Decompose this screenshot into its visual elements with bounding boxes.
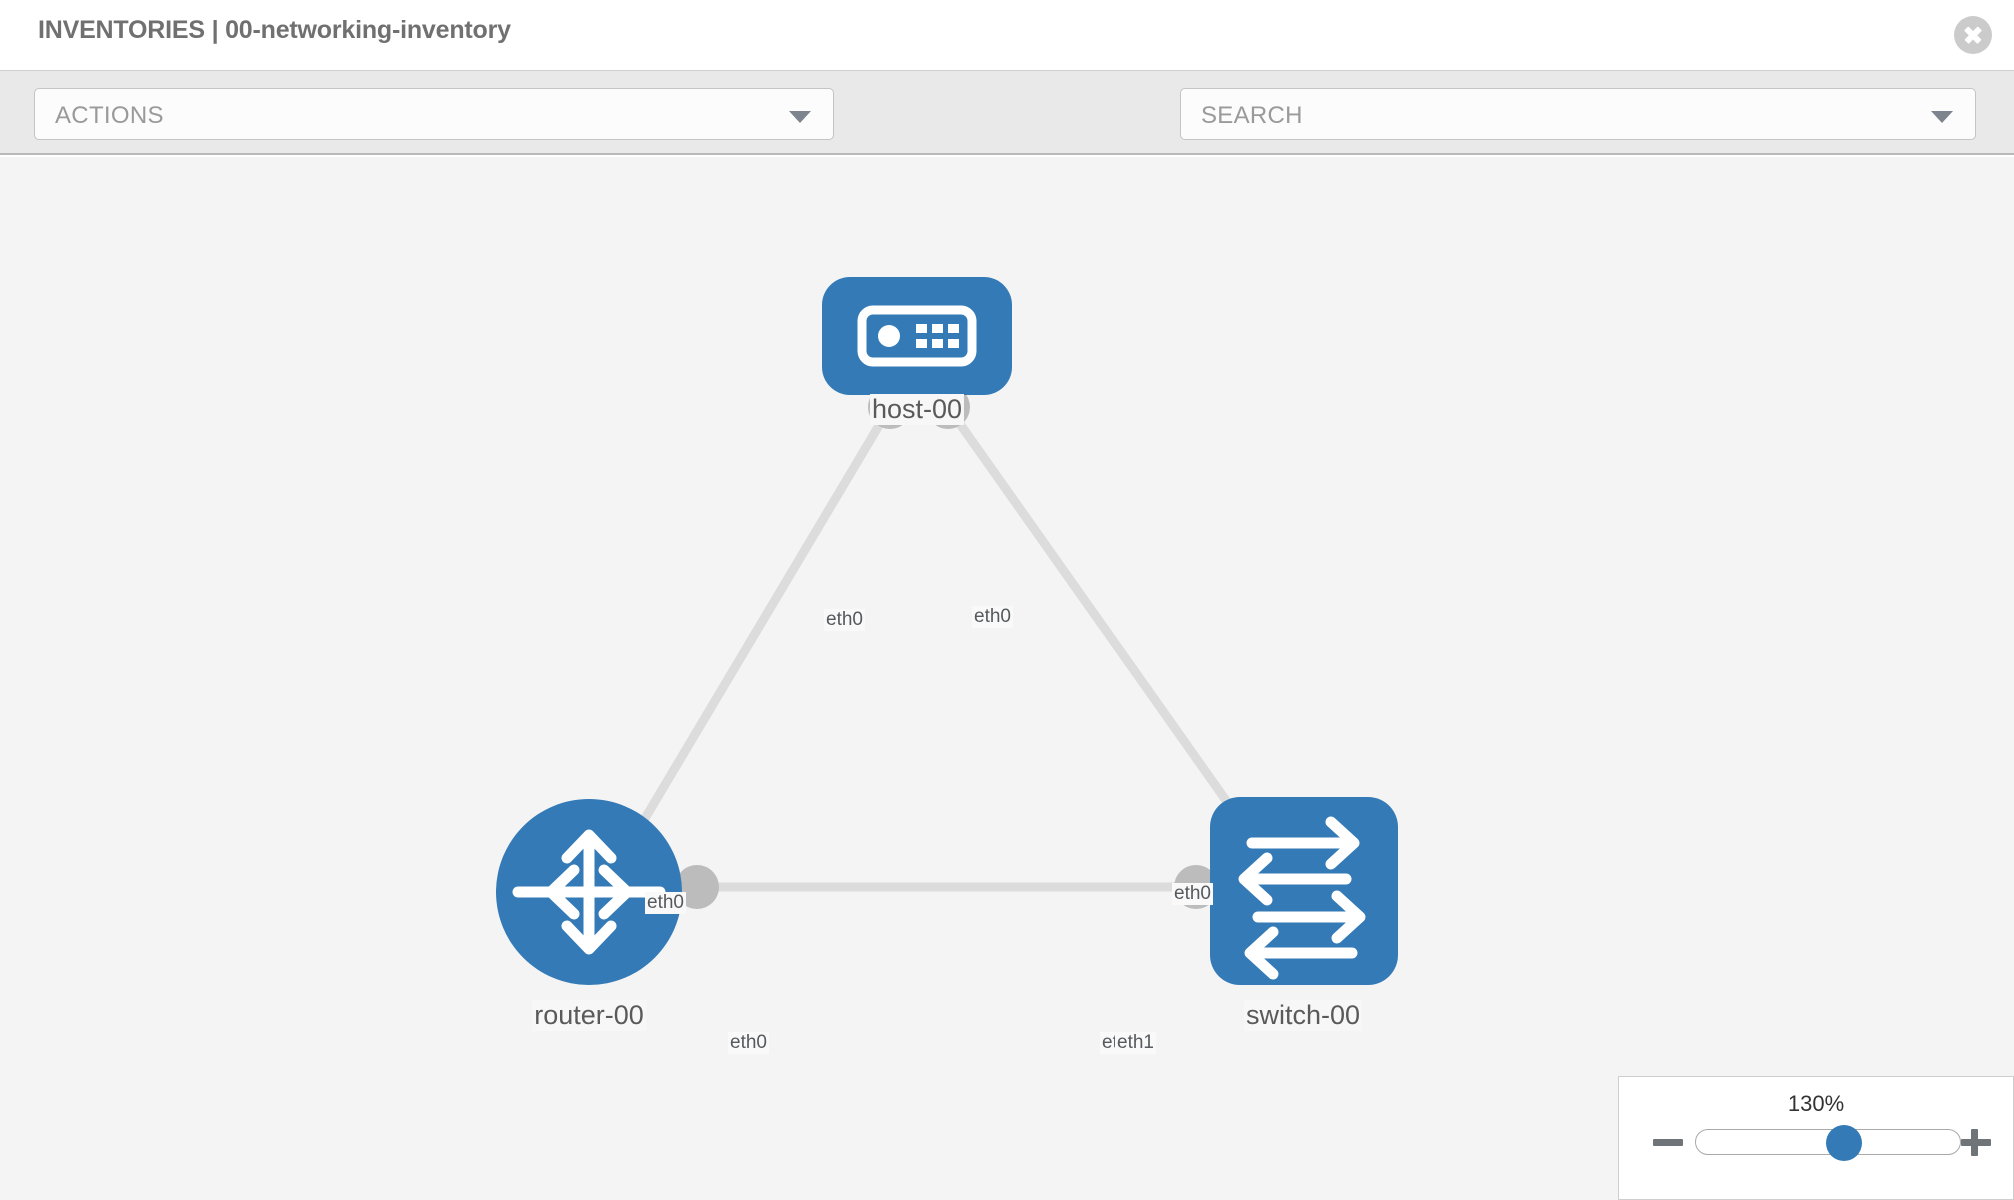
toolbar: ACTIONS SEARCH <box>0 70 2014 196</box>
chevron-down-icon <box>789 111 811 123</box>
search-placeholder: SEARCH <box>1201 102 1303 129</box>
actions-dropdown-label: ACTIONS <box>55 102 164 129</box>
zoom-control: 130% <box>1618 1076 2014 1200</box>
interface-label: eth0 <box>972 606 1013 628</box>
close-icon[interactable] <box>1954 16 1992 54</box>
interface-label: eth0 <box>728 1032 769 1054</box>
zoom-slider[interactable] <box>1695 1125 1961 1161</box>
zoom-level-value: 130% <box>1787 1091 1845 1116</box>
zoom-slider-handle[interactable] <box>1826 1125 1862 1161</box>
link-nub[interactable] <box>675 865 719 909</box>
node-label-router-00: router-00 <box>532 1000 646 1031</box>
link-endpoint-layer <box>600 385 1288 909</box>
chevron-down-icon <box>1931 111 1953 123</box>
topology-graph <box>496 277 1398 985</box>
link-host00-switch00[interactable] <box>944 404 1270 860</box>
interface-label: eth1 <box>1115 1032 1156 1054</box>
link-host00-router00[interactable] <box>618 404 894 860</box>
topology-canvas[interactable]: host-00 router-00 switch-00 eth0 eth0 et… <box>0 157 2014 1200</box>
node-host-00[interactable] <box>822 277 1012 395</box>
zoom-out-button[interactable] <box>1651 1125 1685 1159</box>
server-icon <box>857 305 977 367</box>
actions-dropdown[interactable]: ACTIONS <box>34 88 834 140</box>
node-switch-00[interactable] <box>1210 797 1398 985</box>
switch-arrows-icon <box>1238 816 1366 980</box>
interface-label: eth0 <box>1172 883 1213 905</box>
page-header: INVENTORIES | 00-networking-inventory <box>0 0 2014 70</box>
node-label-host-00: host-00 <box>869 394 965 425</box>
interface-label: eth0 <box>824 609 865 631</box>
link-layer <box>618 404 1270 892</box>
interface-label: eth0 <box>645 892 686 914</box>
router-arrows-icon <box>512 829 666 955</box>
zoom-in-button[interactable] <box>1959 1125 1993 1159</box>
node-label-switch-00: switch-00 <box>1243 1000 1363 1031</box>
search-input[interactable]: SEARCH <box>1180 88 1976 140</box>
page-title: INVENTORIES | 00-networking-inventory <box>38 16 511 44</box>
node-router-00[interactable] <box>496 799 682 985</box>
